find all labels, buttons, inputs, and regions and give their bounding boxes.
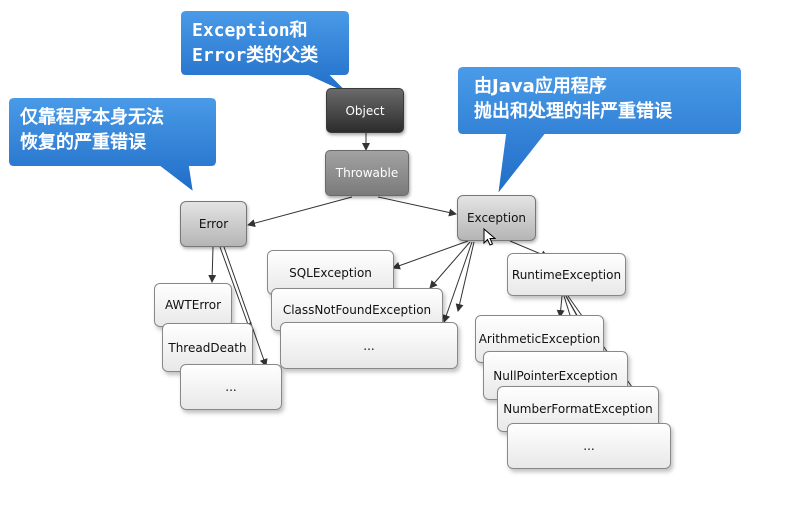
arrow-exception-more-2 <box>455 241 475 312</box>
callout-exception-line2: 抛出和处理的非严重错误 <box>474 101 672 122</box>
sqlexception-node: SQLException <box>267 250 394 295</box>
callout-bubble-object <box>179 9 353 97</box>
awterror-node: AWTError <box>154 283 232 327</box>
callout-exception-line1: 由Java应用程序 <box>474 76 607 97</box>
arrow-exception-more <box>442 241 473 323</box>
callout-object-line2: Error类的父类 <box>192 45 319 66</box>
throwable-node: Throwable <box>325 150 409 196</box>
mouse-cursor-icon <box>483 228 497 246</box>
exception-node: Exception <box>457 195 536 241</box>
arrow-runtime-arithmetic <box>556 295 565 318</box>
arrow-exception-classnotfound <box>429 241 471 289</box>
arrow-throwable-exception <box>377 196 457 217</box>
arrow-error-threaddeath <box>219 246 252 331</box>
arrow-error-more <box>223 246 268 367</box>
callout-error-description: 仅靠程序本身无法 恢复的严重错误 <box>20 105 164 155</box>
exception-more-node: ... <box>280 322 458 369</box>
callout-object-line1: Exception和 <box>192 20 308 41</box>
callout-object-parent: Exception和 Error类的父类 <box>192 18 318 68</box>
callout-error-line2: 恢复的严重错误 <box>20 132 146 153</box>
arrow-error-awterror <box>208 246 217 283</box>
error-node: Error <box>180 201 247 247</box>
error-more-node: ... <box>180 364 282 410</box>
callout-bubble-exception <box>456 65 743 200</box>
runtime-more-node: ... <box>507 423 671 469</box>
callout-bubble-error <box>7 96 218 196</box>
callout-exception-description: 由Java应用程序 抛出和处理的非严重错误 <box>474 74 672 124</box>
runtimeexception-node: RuntimeException <box>507 253 626 296</box>
object-node: Object <box>326 88 404 133</box>
callout-error-line1: 仅靠程序本身无法 <box>20 107 164 128</box>
arrow-throwable-error <box>247 196 353 228</box>
arrow-exception-sqlexception <box>392 240 469 270</box>
threaddeath-node: ThreadDeath <box>162 323 253 372</box>
